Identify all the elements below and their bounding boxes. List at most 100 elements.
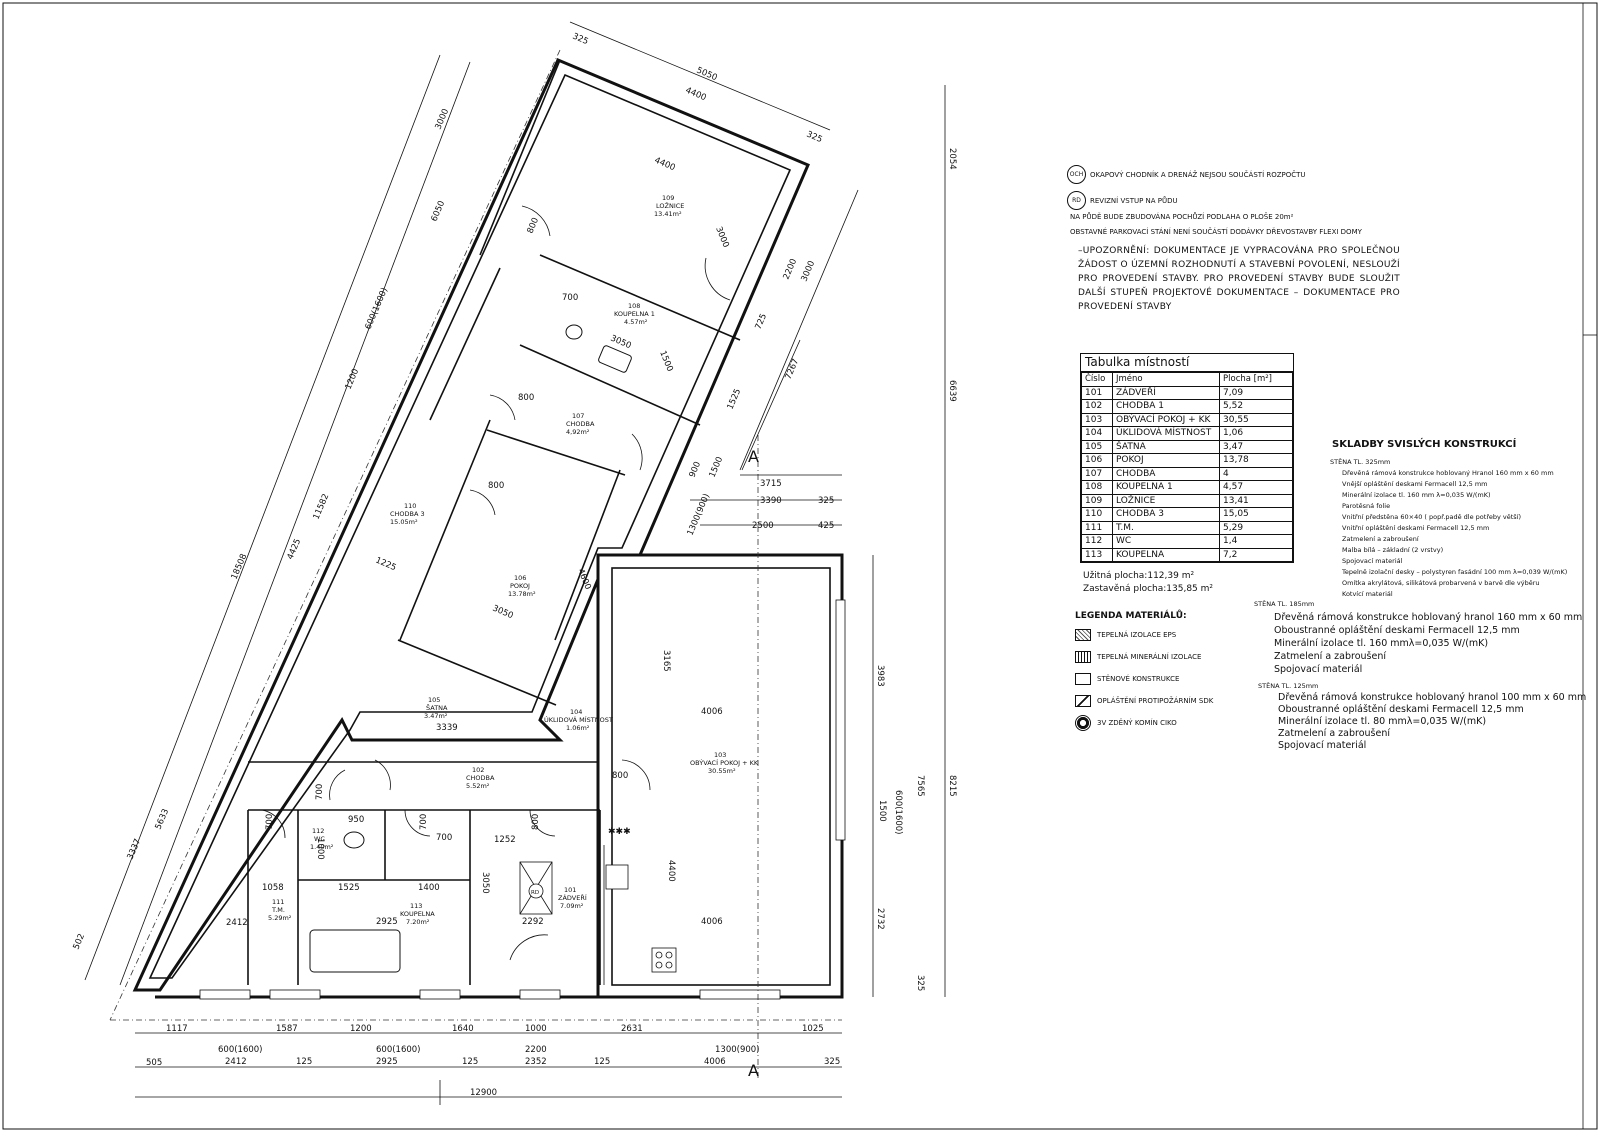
legend-item: STĚNOVÉ KONSTRUKCE bbox=[1075, 668, 1213, 690]
wall-125-heading: STĚNA TL. 125mm bbox=[1258, 682, 1319, 690]
rect-wing-outer-wall bbox=[596, 553, 844, 999]
cell: 5,52 bbox=[1219, 399, 1293, 414]
svg-text:KOUPELNA: KOUPELNA bbox=[400, 910, 435, 918]
svg-text:110: 110 bbox=[404, 502, 416, 510]
cell: WC bbox=[1112, 534, 1220, 549]
svg-text:800: 800 bbox=[518, 393, 534, 403]
cell: ŠATNA bbox=[1112, 439, 1220, 454]
cell: ÚKLIDOVÁ MÍSTNOST bbox=[1112, 426, 1220, 441]
svg-text:2412: 2412 bbox=[225, 1057, 247, 1067]
col-header-area: Plocha [m²] bbox=[1219, 372, 1293, 387]
wall-layer: Kotvící materiál bbox=[1342, 590, 1393, 598]
legend-label: TEPELNÁ IZOLACE EPS bbox=[1097, 631, 1177, 639]
partition bbox=[479, 59, 561, 256]
svg-text:109: 109 bbox=[662, 194, 674, 202]
wall-construction-swatch-icon bbox=[1075, 673, 1091, 685]
wall-layer: Dřevěná rámová konstrukce hoblovaný hran… bbox=[1278, 692, 1587, 703]
svg-text:2292: 2292 bbox=[522, 917, 544, 927]
svg-text:1525: 1525 bbox=[726, 387, 744, 411]
legend-item: OPLÁŠTĚNÍ PROTIPOŽÁRNÍM SDK bbox=[1075, 690, 1213, 712]
svg-text:125: 125 bbox=[462, 1057, 478, 1067]
svg-text:800: 800 bbox=[488, 481, 504, 491]
room-109: 109 LOŽNICE 13.41m² bbox=[654, 194, 684, 218]
svg-text:700: 700 bbox=[315, 784, 325, 800]
warning-note: –UPOZORNĚNÍ: DOKUMENTACE JE VYPRACOVÁNA … bbox=[1078, 246, 1400, 312]
sink-mark: ✱✱✱ bbox=[608, 827, 631, 837]
svg-text:103: 103 bbox=[714, 751, 726, 759]
svg-text:3715: 3715 bbox=[760, 479, 782, 489]
wall-layer: Dřevěná rámová konstrukce hoblovaný hran… bbox=[1274, 612, 1583, 623]
svg-text:1200: 1200 bbox=[344, 367, 362, 391]
cooktop-icon bbox=[651, 947, 677, 973]
svg-text:1000: 1000 bbox=[315, 838, 325, 860]
svg-text:2352: 2352 bbox=[525, 1057, 547, 1067]
room-110: 110 CHODBA 3 15.05m² bbox=[390, 502, 425, 526]
svg-text:4006: 4006 bbox=[701, 917, 723, 927]
room-113: 113 KOUPELNA 7.20m² bbox=[400, 902, 435, 926]
svg-text:WC: WC bbox=[314, 835, 325, 843]
svg-text:LOŽNICE: LOŽNICE bbox=[656, 201, 684, 210]
svg-text:2732: 2732 bbox=[875, 908, 885, 930]
mineral-insulation-hatch-icon bbox=[1075, 651, 1091, 663]
cell: 104 bbox=[1081, 426, 1113, 441]
cell: POKOJ bbox=[1112, 453, 1220, 468]
rotated-wing-outer-wall bbox=[132, 58, 810, 992]
partition bbox=[397, 639, 557, 706]
cell: 15,05 bbox=[1219, 507, 1293, 522]
cell: 102 bbox=[1081, 399, 1113, 414]
svg-text:4006: 4006 bbox=[704, 1057, 726, 1067]
legend-label: STĚNOVÉ KONSTRUKCE bbox=[1097, 675, 1180, 683]
toilet-icon bbox=[565, 324, 583, 340]
svg-text:104: 104 bbox=[570, 708, 582, 716]
room-103: 103 OBÝVACÍ POKOJ + KK 30.55m² bbox=[690, 751, 759, 775]
svg-text:13.41m²: 13.41m² bbox=[654, 210, 682, 218]
wall-layer: Spojovací materiál bbox=[1274, 664, 1363, 675]
svg-text:1025: 1025 bbox=[802, 1024, 824, 1034]
svg-text:3.47m²: 3.47m² bbox=[424, 712, 448, 720]
cell: 107 bbox=[1081, 466, 1113, 481]
svg-text:700: 700 bbox=[419, 814, 429, 830]
svg-text:900: 900 bbox=[688, 460, 704, 479]
col-header-name: Jméno bbox=[1112, 372, 1220, 387]
room-105: 105 ŠATNA 3.47m² bbox=[424, 696, 448, 720]
cell: 13,78 bbox=[1219, 453, 1293, 468]
bathtub-icon bbox=[309, 929, 401, 973]
svg-text:1.06m²: 1.06m² bbox=[566, 724, 590, 732]
legend-label: 3V ZDĚNÝ KOMÍN CIKO bbox=[1097, 719, 1177, 727]
note-parking: OBSTAVNÉ PARKOVACÍ STÁNÍ NENÍ SOUČÁSTÍ D… bbox=[1070, 228, 1362, 236]
dimension-lines bbox=[84, 21, 946, 1098]
svg-text:2500: 2500 bbox=[752, 521, 774, 531]
svg-text:8215: 8215 bbox=[947, 775, 957, 797]
svg-text:5.29m²: 5.29m² bbox=[268, 914, 292, 922]
wall-layer: Oboustranné opláštění deskami Fermacell … bbox=[1278, 704, 1524, 715]
materials-legend: LEGENDA MATERIÁLŮ: TEPELNÁ IZOLACE EPS T… bbox=[1075, 611, 1213, 734]
svg-text:600(1600): 600(1600) bbox=[893, 790, 903, 835]
cell: 5,29 bbox=[1219, 520, 1293, 535]
svg-text:7.09m²: 7.09m² bbox=[560, 902, 584, 910]
legend-item: TEPELNÁ MINERÁLNÍ IZOLACE bbox=[1075, 646, 1213, 668]
svg-text:800: 800 bbox=[612, 771, 628, 781]
svg-text:3050: 3050 bbox=[480, 872, 490, 894]
svg-text:505: 505 bbox=[146, 1058, 162, 1068]
svg-text:4006: 4006 bbox=[701, 707, 723, 717]
cell: OBÝVACÍ POKOJ + KK bbox=[1112, 412, 1220, 427]
wall-layer: Oboustranné opláštění deskami Fermacell … bbox=[1274, 625, 1520, 636]
room-106: 106 POKOJ 13.78m² bbox=[508, 574, 536, 598]
cell: 111 bbox=[1081, 520, 1113, 535]
svg-text:112: 112 bbox=[312, 827, 324, 835]
rotated-wing-inner-wall bbox=[148, 73, 792, 979]
partition bbox=[539, 254, 741, 341]
svg-text:600(1600): 600(1600) bbox=[218, 1045, 263, 1055]
wall-layer: Minerální izolace tl. 80 mmλ=0,035 W/(mK… bbox=[1278, 716, 1487, 727]
svg-text:1058: 1058 bbox=[262, 883, 284, 893]
svg-text:4400: 4400 bbox=[666, 860, 676, 882]
svg-text:1000: 1000 bbox=[525, 1024, 547, 1034]
wall-layer: Vnitřní předstěna 60×40 ( popř.padě dle … bbox=[1342, 513, 1522, 521]
wall-layer: Zatmelení a zabroušení bbox=[1278, 728, 1390, 739]
svg-text:1252: 1252 bbox=[494, 835, 516, 845]
